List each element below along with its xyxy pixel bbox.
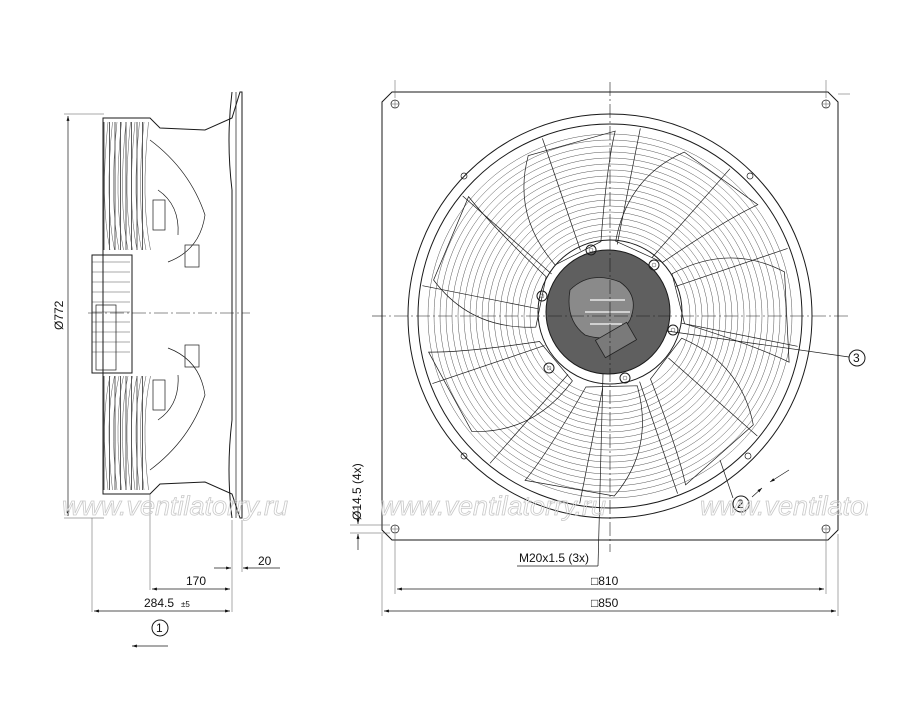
- mounting-hole: [390, 99, 400, 109]
- fan-blade: [428, 341, 573, 432]
- watermark-text: www.ventilatorry.ru: [62, 491, 288, 521]
- guard-spoke: [668, 357, 758, 437]
- guard-spoke: [489, 374, 569, 464]
- mounting-plate: [381, 91, 839, 541]
- callout-1-label: 1: [156, 621, 163, 635]
- fan-blade: [433, 195, 547, 328]
- side-guard-wires: [104, 121, 151, 491]
- fan-blade: [523, 130, 616, 266]
- fan-blade: [671, 257, 790, 363]
- callout-3: 3: [666, 330, 866, 367]
- fan-blade: [650, 337, 754, 486]
- fan-blades: [428, 130, 790, 497]
- motor-housing: [91, 254, 133, 374]
- guard-spoke: [579, 387, 604, 504]
- square-outer-label: □850: [591, 596, 619, 610]
- motor-depth-label: 170: [186, 574, 206, 588]
- guard-spoke: [616, 128, 641, 245]
- guard-spoke: [681, 322, 798, 347]
- callout-2-label: 2: [737, 497, 744, 511]
- diameter-dimension: Ø772: [52, 113, 104, 519]
- side-view: [88, 91, 250, 519]
- flange-depth-label: 20: [258, 554, 272, 568]
- diameter-label: Ø772: [52, 300, 66, 330]
- mounting-hole: [821, 524, 831, 534]
- guard-spoke: [639, 381, 678, 494]
- guard-spoke: [542, 138, 581, 251]
- fan-blade: [524, 385, 643, 497]
- mounting-hole: [390, 524, 400, 534]
- callout-1-airflow: 1: [132, 619, 169, 648]
- inlet-ring: [228, 91, 233, 519]
- total-depth-label: 284.5: [144, 596, 174, 610]
- guard-spokes: [422, 128, 798, 504]
- guard-spoke: [651, 168, 731, 258]
- hole-label: Ø14.5 (4x): [350, 463, 364, 520]
- guard-spoke: [462, 195, 552, 275]
- depth-dimensions: 20 170 284.5 ±5: [91, 494, 280, 613]
- callout-2: 2: [719, 459, 790, 513]
- mounting-hole: [821, 99, 831, 109]
- square-inner-label: □810: [591, 574, 619, 588]
- watermark: www.ventilatorry.ru www.ventilatorry.ru …: [62, 491, 916, 522]
- square-dimensions: □810 □850: [381, 80, 850, 616]
- hub-bolt: [585, 244, 597, 256]
- hub-bolt: [619, 372, 631, 384]
- watermark-text: www.ventilatorry.ru: [700, 491, 916, 521]
- guard-spoke: [422, 285, 539, 310]
- front-view: [372, 82, 848, 552]
- guard-spoke: [675, 248, 788, 287]
- hub-bolt: [648, 259, 660, 271]
- total-depth-tolerance: ±5: [181, 600, 190, 609]
- hub-bolt: [536, 290, 548, 302]
- thread-dimension: M20x1.5 (3x): [517, 373, 604, 567]
- guard-spoke: [432, 345, 545, 384]
- blade-profile: [102, 91, 243, 519]
- hole-dimension: Ø14.5 (4x): [350, 463, 390, 550]
- watermark-text: www.ventilatorry.ru: [380, 491, 606, 521]
- hub-bolt: [667, 324, 679, 336]
- terminal-box: [95, 304, 117, 371]
- hub-bolt: [543, 362, 555, 374]
- callout-3-label: 3: [853, 351, 860, 365]
- fan-blade: [615, 151, 759, 263]
- thread-label: M20x1.5 (3x): [519, 551, 589, 565]
- motor-fins: [92, 122, 143, 490]
